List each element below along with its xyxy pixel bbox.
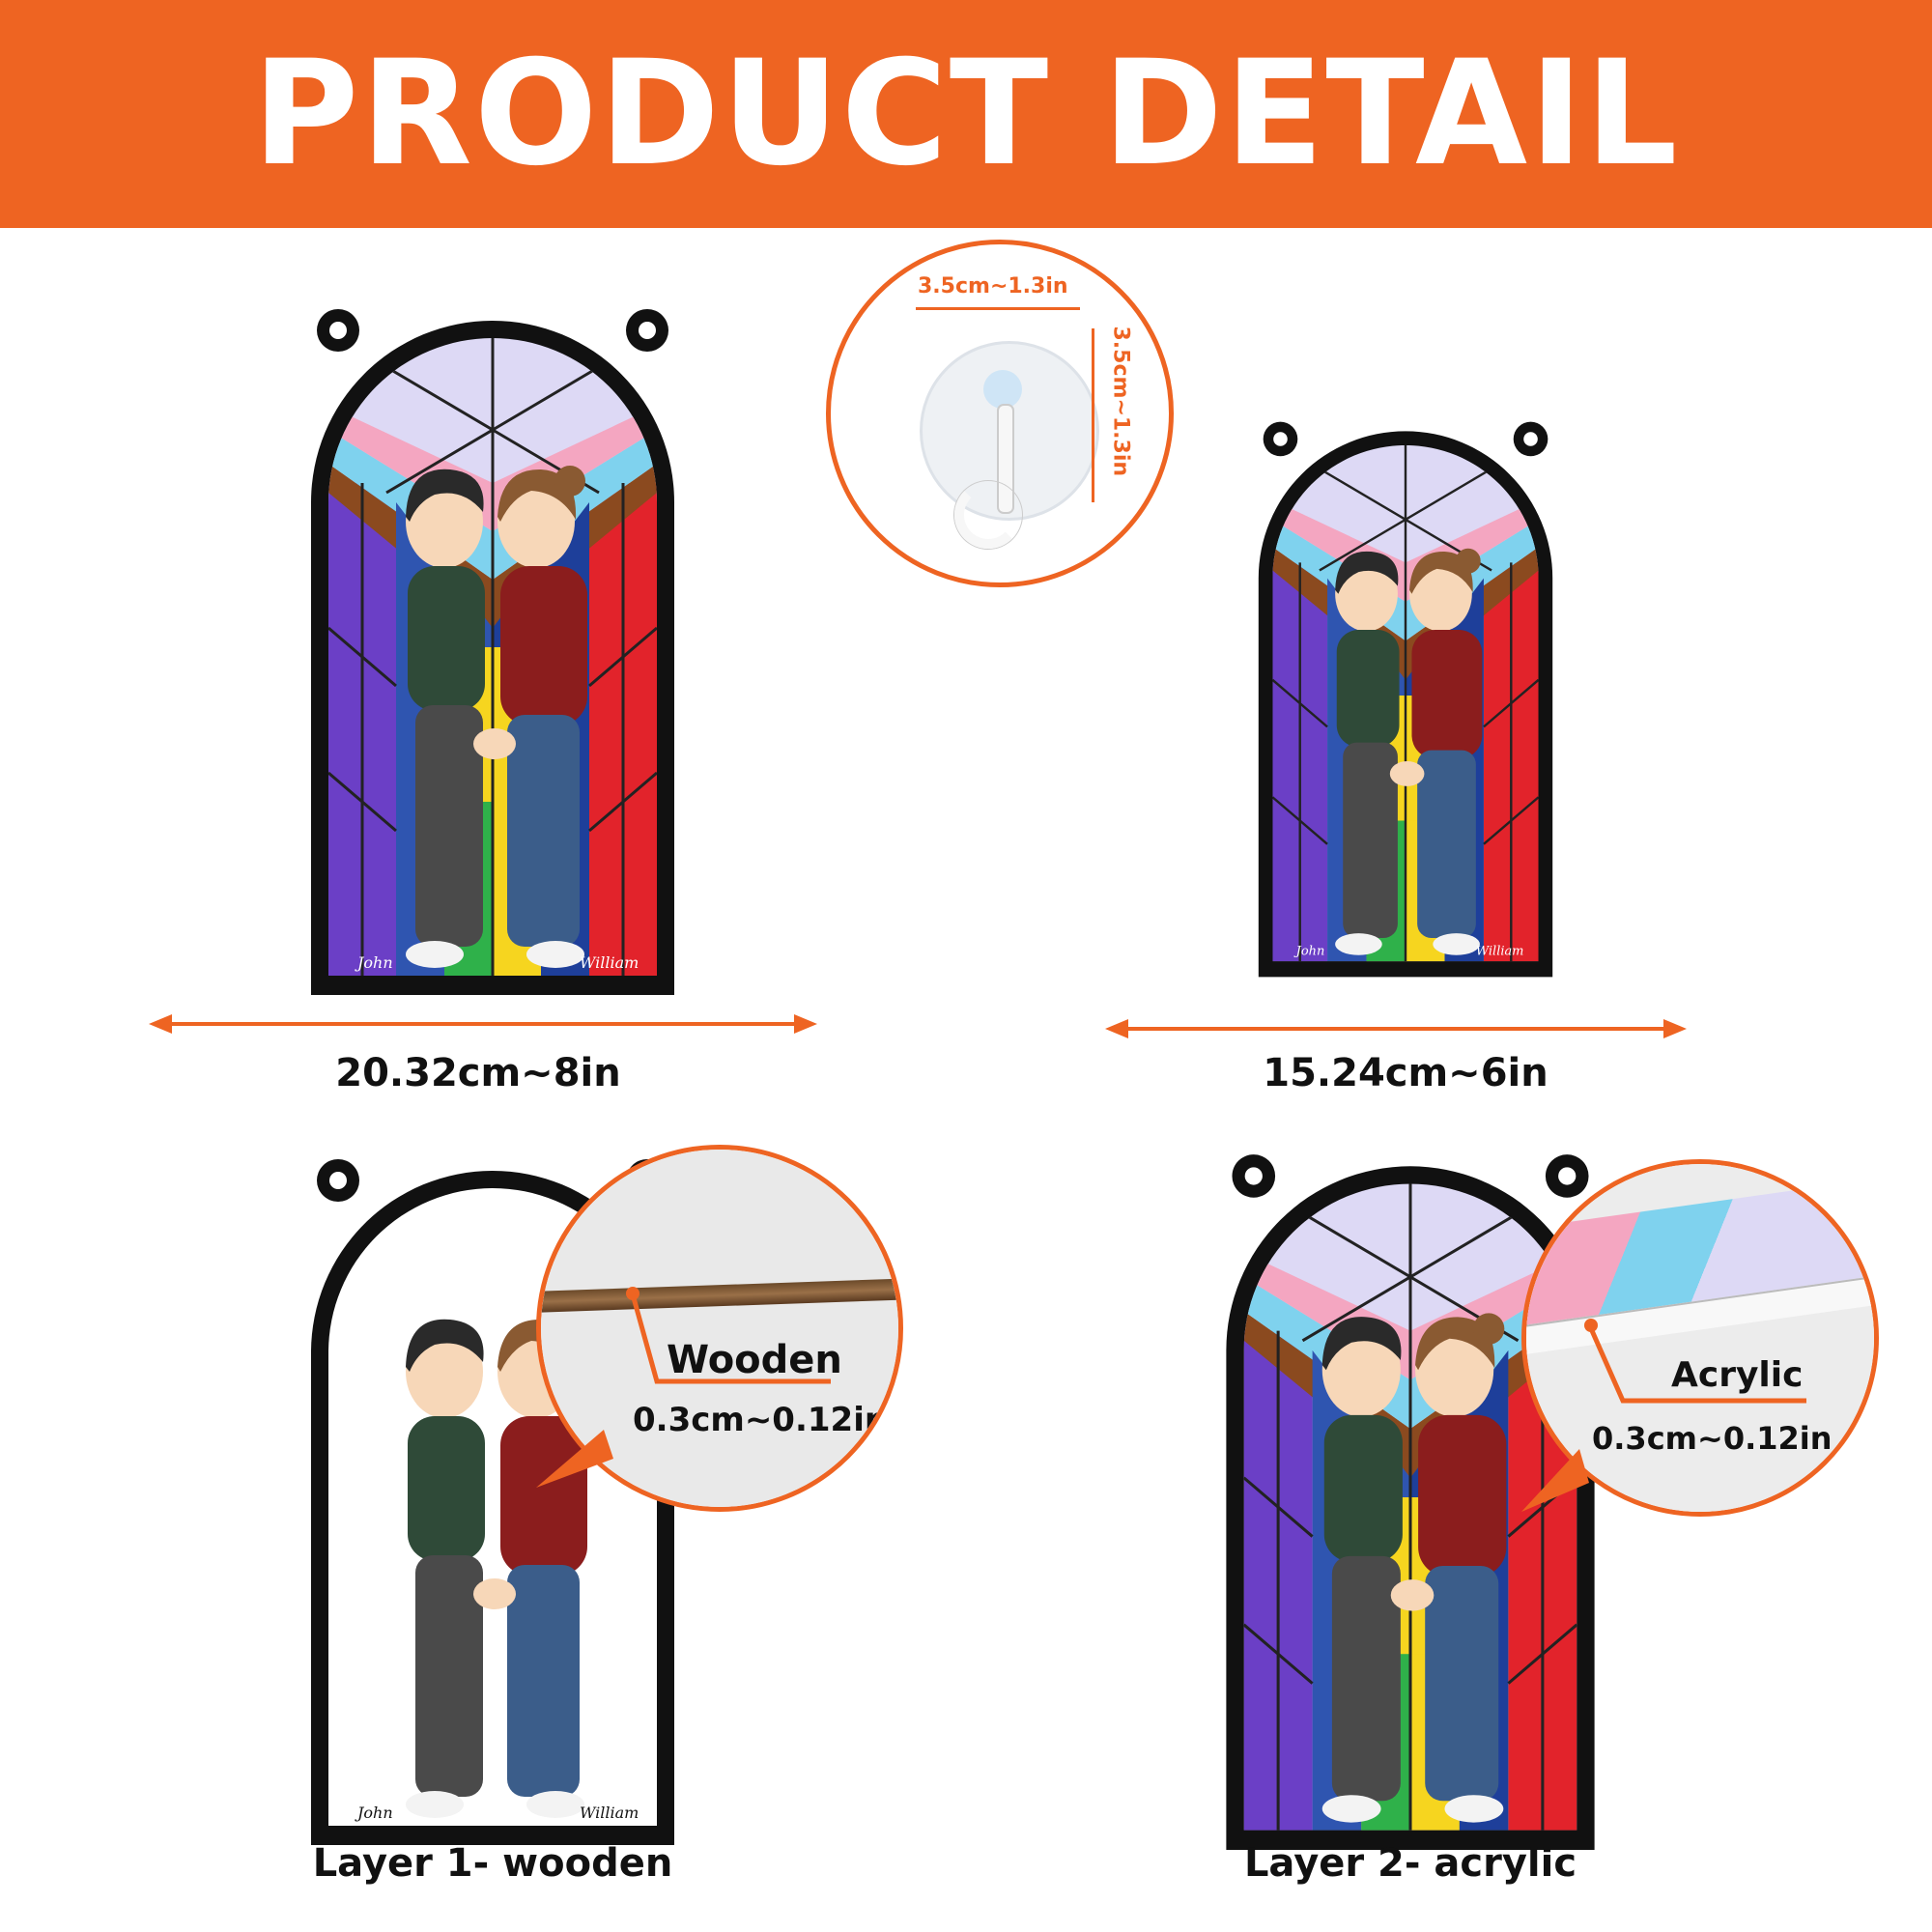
wooden-callout-circle: Wooden 0.3cm~0.12in [536, 1145, 903, 1512]
ornament-large: John William [311, 309, 674, 995]
ornament-small: John William [1258, 421, 1553, 978]
wooden-material-label: Wooden [667, 1338, 842, 1382]
size-label-small: 15.24cm~6in [1263, 1051, 1548, 1095]
name-left: John [355, 953, 393, 972]
name-right: William [580, 953, 639, 972]
name-right-small: William [1476, 945, 1524, 959]
name-right-wooden: William [580, 1804, 639, 1822]
layer1-label: Layer 1- wooden [312, 1841, 673, 1886]
acrylic-callout-pointer [1521, 1449, 1589, 1512]
hook-detail-circle [826, 240, 1174, 587]
hook-width-line [916, 307, 1080, 310]
size-arrow-large [149, 1014, 817, 1034]
acrylic-thickness-label: 0.3cm~0.12in [1592, 1420, 1833, 1457]
layer2-label: Layer 2- acrylic [1243, 1841, 1577, 1886]
size-arrow-small [1105, 1019, 1687, 1038]
acrylic-callout-circle: Acrylic 0.3cm~0.12in [1521, 1159, 1879, 1517]
hook-width-label: 3.5cm~1.3in [918, 274, 1068, 298]
name-left-small: John [1293, 945, 1325, 959]
size-label-large: 20.32cm~8in [335, 1051, 621, 1095]
wooden-callout-pointer [536, 1430, 613, 1488]
hook-height-label: 3.5cm~1.3in [1108, 326, 1133, 477]
name-left-wooden: John [355, 1804, 393, 1822]
wooden-thickness-label: 0.3cm~0.12in [633, 1401, 889, 1439]
hook-height-line [1092, 328, 1094, 502]
product-detail-banner: PRODUCT DETAIL [0, 0, 1932, 228]
page-title: PRODUCT DETAIL [252, 30, 1680, 198]
acrylic-material-label: Acrylic [1671, 1355, 1804, 1395]
